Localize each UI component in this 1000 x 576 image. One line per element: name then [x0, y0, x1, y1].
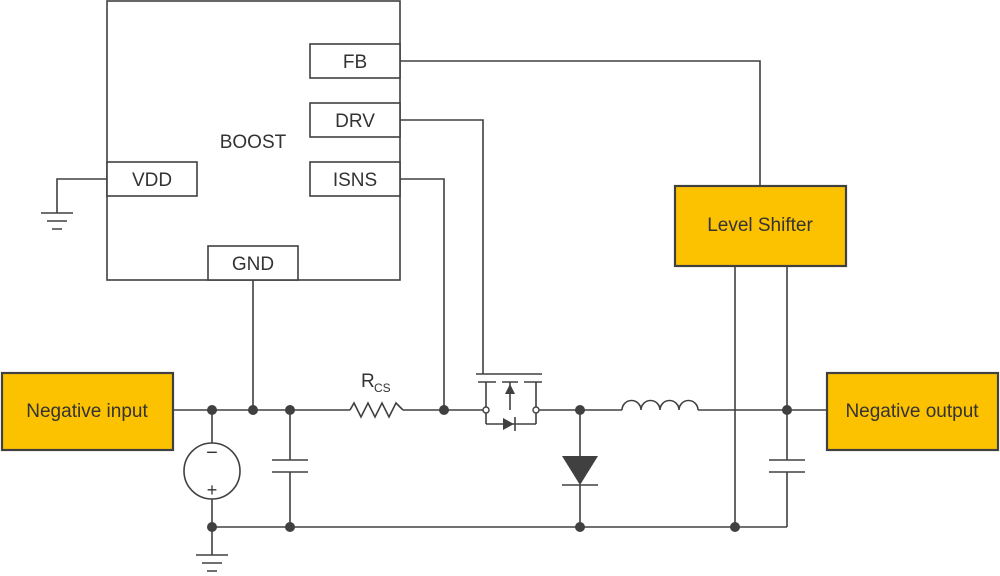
negative-output-label: Negative output — [845, 401, 979, 422]
resistor-icon — [349, 401, 404, 419]
resistor-label-sub: CS — [374, 381, 391, 395]
gnd-pin-box — [207, 245, 299, 281]
boost-title: BOOST — [220, 132, 287, 153]
vdd-pin-label: VDD — [132, 170, 172, 191]
isns-pin-label: ISNS — [333, 170, 377, 191]
negative-input-label: Negative input — [26, 401, 148, 422]
negative-input-block: Negative input — [0, 371, 175, 452]
gnd-pin-label: GND — [232, 254, 274, 275]
junction-dot — [285, 405, 295, 415]
level-shifter-block: Level Shifter — [673, 184, 848, 268]
source-minus-sign: − — [206, 442, 218, 464]
capacitor-icon — [769, 459, 805, 473]
isns-sense-wire — [400, 178, 445, 410]
junction-dot — [575, 522, 585, 532]
boost-controller: BOOST FB DRV ISNS VDD GND — [106, 0, 401, 281]
negative-output-box — [825, 371, 1000, 452]
drv-pin-box — [309, 102, 401, 138]
resistor-label-main: R — [361, 371, 375, 392]
junction-dots — [207, 405, 792, 532]
fb-pin-box — [309, 43, 401, 79]
voltage-source-icon: − + — [183, 442, 241, 500]
level-shifter-label: Level Shifter — [707, 215, 813, 236]
junction-dot — [730, 522, 740, 532]
junction-dot — [207, 405, 217, 415]
fb-feedback-wire — [400, 60, 761, 186]
junction-dot — [285, 522, 295, 532]
ground-icon — [41, 212, 73, 230]
negative-input-box — [0, 371, 175, 452]
drv-gate-wire — [400, 119, 484, 374]
fb-pin-label: FB — [343, 52, 367, 73]
junction-dot — [248, 405, 258, 415]
negative-output-block: Negative output — [825, 371, 1000, 452]
drv-pin-label: DRV — [335, 111, 375, 132]
junction-dot — [782, 405, 792, 415]
junction-dot — [575, 405, 585, 415]
capacitor-icon — [272, 459, 308, 473]
mosfet-terminal-dot — [482, 406, 490, 414]
inductor-icon — [621, 399, 699, 411]
vdd-pin-box — [106, 161, 198, 197]
diode-icon — [562, 456, 598, 486]
resistor-label: R CS — [361, 371, 391, 395]
level-shifter-box — [673, 184, 848, 268]
wires — [56, 60, 827, 555]
ground-icon — [196, 554, 228, 572]
vdd-ground-wire — [56, 178, 107, 213]
mosfet-icon — [476, 373, 542, 431]
junction-dot — [207, 522, 217, 532]
mosfet-terminal-dot — [532, 406, 540, 414]
junction-dot — [439, 405, 449, 415]
source-plus-sign: + — [207, 480, 218, 500]
